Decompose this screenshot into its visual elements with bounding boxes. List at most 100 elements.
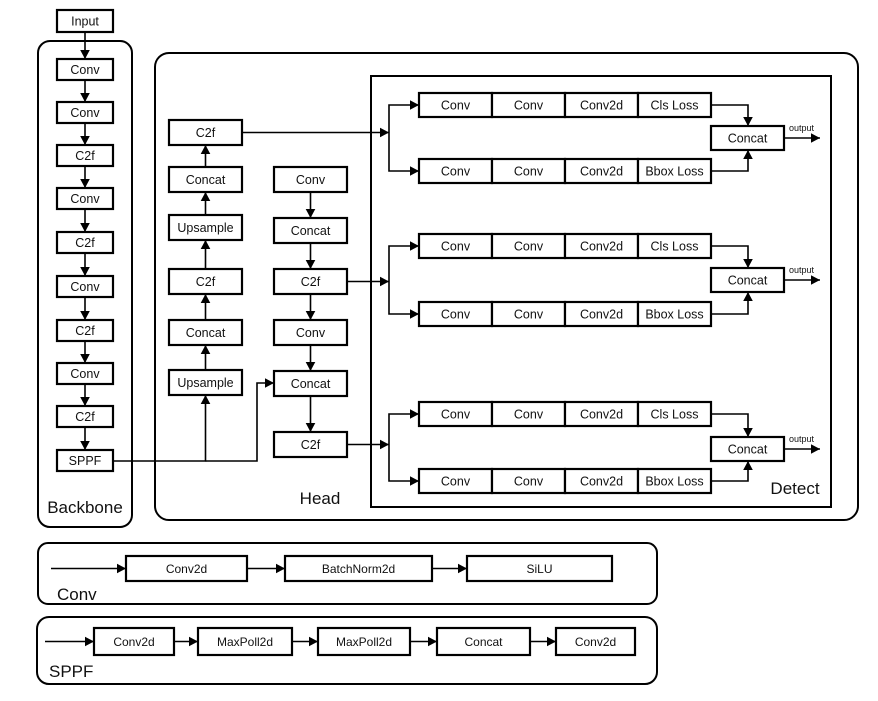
backbone-title: Backbone [47, 498, 123, 517]
arrowhead-icon [80, 93, 90, 102]
arrowhead-icon [200, 395, 211, 404]
bbox-path-block-label: Conv2d [580, 308, 623, 322]
conv-legend-block: SiLU [465, 554, 614, 583]
arrowhead-icon [80, 223, 90, 232]
detect-split-arrow [388, 132, 419, 176]
conv-legend-block-label: BatchNorm2d [322, 562, 395, 576]
arrowhead-icon [305, 423, 316, 432]
arrowhead-icon [811, 133, 820, 143]
arrowhead-icon [200, 294, 211, 303]
head-container [154, 52, 859, 521]
head-left-block-label: C2f [196, 126, 216, 140]
bbox-path-block-frame [636, 300, 713, 328]
connector-line [711, 292, 749, 315]
sppf-legend-block: Conv2d [92, 626, 176, 657]
connector-line [388, 132, 419, 172]
bbox-path-block-label: Conv [441, 165, 471, 179]
output-label: output [789, 265, 815, 275]
connector-line [711, 461, 749, 482]
head-right-block-label: Conv [296, 173, 326, 187]
backbone-block: Conv [55, 361, 115, 386]
bbox-path-block: Bbox Loss [636, 157, 713, 185]
bbox-path-block: Conv2d [563, 300, 640, 328]
conv-legend-block: BatchNorm2d [283, 554, 434, 583]
backbone-block: SPPF [55, 448, 115, 473]
arrowhead-icon [80, 311, 90, 320]
cls-path-block: Cls Loss [636, 232, 713, 260]
cls-path-block: Cls Loss [636, 400, 713, 428]
cls-path-block-frame [563, 232, 640, 260]
arrowhead-icon [200, 192, 211, 201]
input-to-backbone-arrow [80, 32, 90, 59]
conv-legend-arrow [432, 563, 467, 574]
connector-line [388, 444, 419, 482]
bbox-path-block-label: Bbox Loss [645, 165, 703, 179]
head-title: Head [300, 489, 341, 508]
arrowhead-icon [80, 267, 90, 276]
arrowhead-icon [743, 461, 753, 470]
arrowhead-icon [743, 428, 753, 437]
head-left-block: C2f [167, 118, 244, 147]
bbox-to-concat-arrow [711, 461, 753, 482]
detect-concat-block-label: Concat [728, 274, 768, 288]
head-right-block-label: Concat [291, 224, 331, 238]
backbone-block-label: C2f [75, 324, 95, 338]
head-to-detect-arrow [347, 439, 389, 450]
backbone-arrow [80, 427, 90, 450]
bbox-path-block-frame [636, 157, 713, 185]
connector-line [113, 395, 207, 462]
arrowhead-icon [743, 150, 753, 159]
detect-concat-block-label: Concat [728, 132, 768, 146]
cls-to-concat-arrow [711, 245, 753, 268]
head-section: HeadC2fConcatUpsampleC2fConcatUpsampleCo… [113, 52, 859, 521]
head-right-block: Conv [272, 165, 349, 194]
sppf-legend-block: MaxPoll2d [196, 626, 294, 657]
bbox-path-block: Conv [417, 300, 494, 328]
bbox-to-concat-arrow [711, 292, 753, 315]
head-up-arrow [200, 240, 211, 269]
connector-line [711, 104, 749, 126]
output-arrow [784, 133, 820, 143]
sppf-legend-arrow [292, 636, 318, 647]
bbox-path-block-frame [417, 157, 494, 185]
bbox-path-block-label: Conv [441, 475, 471, 489]
backbone-block-label: Conv [70, 192, 100, 206]
head-up-arrow [200, 345, 211, 370]
cls-path-block-label: Cls Loss [651, 99, 699, 113]
bbox-path-block: Conv [417, 467, 494, 495]
backbone-section: InputConvConvC2fConvC2fConvC2fConvC2fSPP… [37, 8, 133, 528]
head-up-arrow [200, 192, 211, 215]
head-right-block: C2f [272, 430, 349, 459]
cls-path-block-label: Conv [441, 240, 471, 254]
cls-path-block-label: Conv [441, 99, 471, 113]
backbone-block: Conv [55, 100, 115, 125]
head-to-detect-arrow [242, 127, 389, 138]
detect-split-arrow [388, 100, 419, 133]
backbone-block-label: C2f [75, 236, 95, 250]
detect-concat-block: Concat [709, 266, 786, 294]
head-up-arrow [200, 294, 211, 320]
arrowhead-icon [458, 563, 467, 574]
sppf-legend-arrow [174, 636, 198, 647]
sppf-legend-input-arrow [45, 636, 94, 647]
backbone-block: C2f [55, 318, 115, 343]
conv-legend-container [37, 542, 658, 605]
arrowhead-icon [200, 145, 211, 154]
bbox-path-block-label: Bbox Loss [645, 308, 703, 322]
cls-path-block: Conv [417, 232, 494, 260]
sppf-legend-arrow [410, 636, 437, 647]
cls-path-block-label: Conv [514, 99, 544, 113]
conv-legend-block-label: SiLU [526, 562, 552, 576]
output-label: output [789, 123, 815, 133]
head-down-arrow [305, 396, 316, 432]
cls-path-block: Conv [417, 91, 494, 119]
detect-split-arrow [388, 241, 419, 282]
bbox-path-block-label: Conv [441, 308, 471, 322]
sppf-legend-block-label: Conv2d [575, 635, 616, 649]
arrowhead-icon [276, 563, 285, 574]
connector-line [388, 104, 419, 133]
cls-to-concat-arrow [711, 413, 753, 437]
head-right-block-label: C2f [301, 275, 321, 289]
